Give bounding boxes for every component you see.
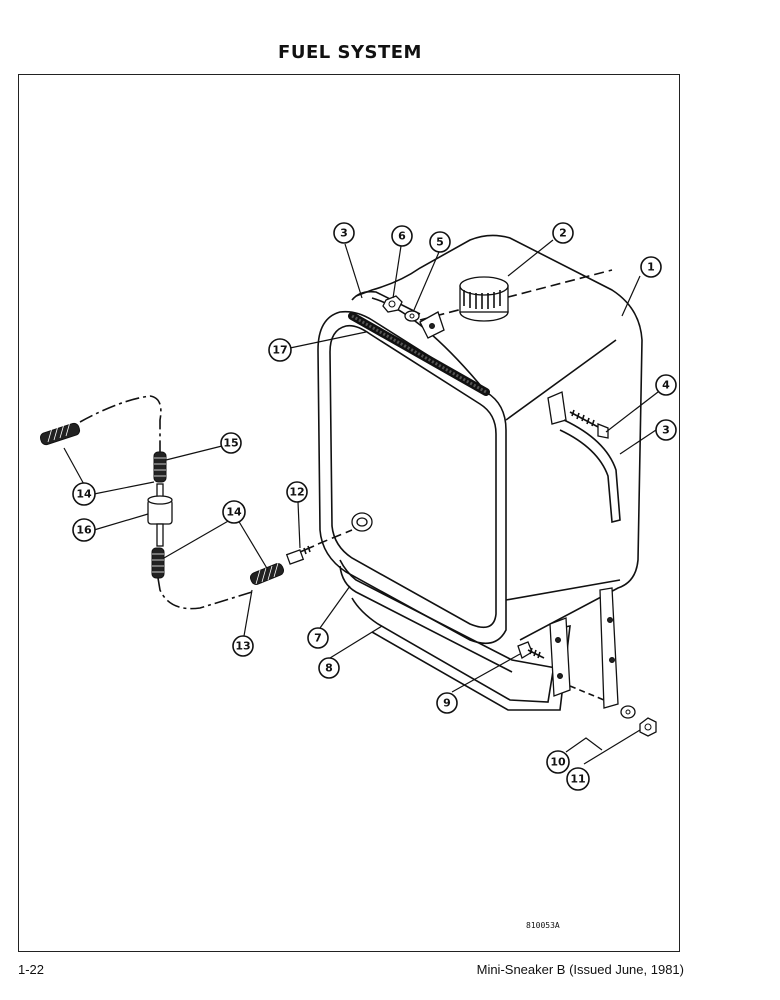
- callout-11: 11: [566, 767, 590, 791]
- publication-footer: Mini-Sneaker B (Issued June, 1981): [476, 962, 684, 977]
- svg-text:16: 16: [76, 524, 92, 537]
- callout-14-upper: 14: [72, 482, 96, 506]
- svg-text:2: 2: [559, 227, 567, 240]
- figure-frame: [18, 74, 680, 952]
- callout-8: 8: [318, 657, 340, 679]
- nut-11: [639, 717, 657, 737]
- callout-3-top: 3: [333, 222, 355, 244]
- svg-text:4: 4: [662, 379, 670, 392]
- figure-code: 810053A: [526, 921, 560, 930]
- hose-clamp-14-lower: [151, 547, 165, 579]
- svg-text:9: 9: [443, 697, 451, 710]
- callout-17: 17: [268, 338, 292, 362]
- fuel-line: [79, 395, 253, 610]
- lower-strap-7: [339, 559, 557, 673]
- svg-text:17: 17: [272, 344, 287, 357]
- washer-10: [620, 705, 636, 719]
- strap-pad-17: [348, 312, 490, 396]
- callout-12: 12: [286, 481, 308, 503]
- callout-9: 9: [436, 692, 458, 714]
- callout-1: 1: [640, 256, 662, 278]
- bolt-9: [517, 641, 545, 659]
- leader-lines: [63, 239, 659, 765]
- svg-text:13: 13: [235, 640, 250, 653]
- svg-text:14: 14: [226, 506, 242, 519]
- fuel-filter-16: [147, 483, 173, 547]
- washer-5: [404, 310, 420, 322]
- right-strap: [547, 391, 621, 524]
- hose-clamp-14-upper: [39, 421, 81, 446]
- svg-text:11: 11: [570, 773, 585, 786]
- svg-text:6: 6: [398, 230, 406, 243]
- callout-5: 5: [429, 231, 451, 253]
- callout-7: 7: [307, 627, 329, 649]
- svg-text:14: 14: [76, 488, 92, 501]
- hose-clamp-13: [249, 562, 285, 585]
- callout-15: 15: [220, 432, 242, 454]
- bolt-4: [569, 409, 609, 439]
- svg-text:15: 15: [223, 437, 238, 450]
- callout-10: 10: [546, 750, 570, 774]
- svg-text:8: 8: [325, 662, 333, 675]
- callout-6: 6: [391, 225, 413, 247]
- callout-16: 16: [72, 518, 96, 542]
- page-title: FUEL SYSTEM: [278, 42, 422, 63]
- top-strap: [351, 290, 445, 339]
- hose-clamp-15: [153, 451, 167, 483]
- filler-cap: [459, 276, 509, 322]
- svg-text:5: 5: [436, 236, 444, 249]
- nut-6: [382, 295, 403, 313]
- callout-13: 13: [232, 635, 254, 657]
- page-number: 1-22: [18, 962, 45, 977]
- tank-outlet: [351, 512, 373, 532]
- fuel-tank: [317, 234, 643, 645]
- svg-text:10: 10: [550, 756, 566, 769]
- support-bracket-8: [351, 587, 619, 711]
- callout-4: 4: [655, 374, 677, 396]
- svg-text:7: 7: [314, 632, 322, 645]
- svg-text:12: 12: [289, 486, 304, 499]
- callout-14-lower: 14: [222, 500, 246, 524]
- svg-text:3: 3: [662, 424, 670, 437]
- callout-3-right: 3: [655, 419, 677, 441]
- svg-text:1: 1: [647, 261, 655, 274]
- svg-text:3: 3: [340, 227, 348, 240]
- elbow-fitting-12: [285, 529, 353, 565]
- callout-2: 2: [552, 222, 574, 244]
